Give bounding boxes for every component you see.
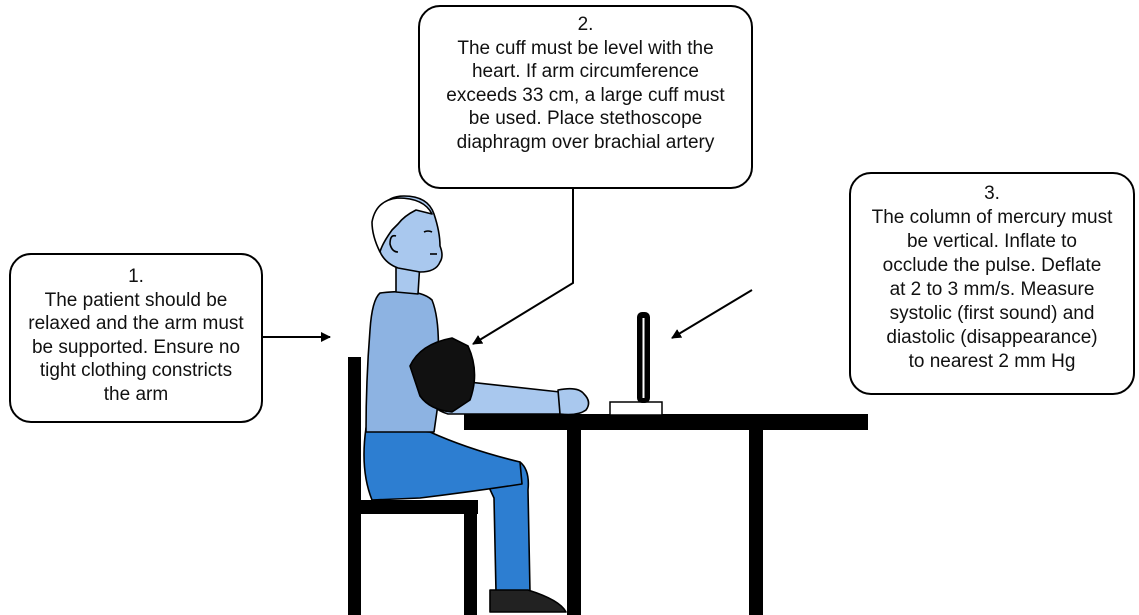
callout-3-number: 3. bbox=[857, 182, 1127, 206]
callout-1-line: relaxed and the arm must bbox=[17, 312, 255, 336]
callout-3-line: be vertical. Inflate to bbox=[857, 230, 1127, 254]
callout-1-number: 1. bbox=[17, 265, 255, 289]
chair-backrest-post bbox=[348, 357, 361, 615]
callout-1-line: the arm bbox=[17, 383, 255, 407]
callout-3-line: diastolic (disappearance) bbox=[857, 326, 1127, 350]
sphygmomanometer-base bbox=[610, 402, 662, 415]
callout-3-line: to nearest 2 mm Hg bbox=[857, 350, 1127, 374]
leader-arrows bbox=[263, 166, 752, 344]
callout-3: 3. The column of mercury must be vertica… bbox=[849, 172, 1135, 395]
callout-3-line: occlude the pulse. Deflate bbox=[857, 254, 1127, 278]
chair-front-leg bbox=[464, 500, 477, 615]
callout-2-line: exceeds 33 cm, a large cuff must bbox=[426, 84, 745, 108]
callout-1-line: The patient should be bbox=[17, 289, 255, 313]
table-leg-right bbox=[749, 430, 763, 615]
patient-hand bbox=[558, 389, 589, 415]
table-top bbox=[464, 414, 868, 430]
callout-1: 1. The patient should be relaxed and the… bbox=[9, 253, 263, 423]
callout-2-number: 2. bbox=[426, 13, 745, 37]
arrow-callout-3 bbox=[672, 290, 752, 338]
callout-2-line: The cuff must be level with the bbox=[426, 37, 745, 61]
table-leg-left bbox=[567, 430, 581, 615]
callout-1-line: tight clothing constricts bbox=[17, 359, 255, 383]
arrow-callout-2 bbox=[473, 166, 573, 344]
callout-2-line: be used. Place stethoscope bbox=[426, 107, 745, 131]
patient-shoe bbox=[490, 590, 566, 612]
chair-seat bbox=[348, 500, 478, 514]
callout-3-line: The column of mercury must bbox=[857, 206, 1127, 230]
callout-1-line: be supported. Ensure no bbox=[17, 336, 255, 360]
callout-2-line: diaphragm over brachial artery bbox=[426, 131, 745, 155]
callout-2-line: heart. If arm circumference bbox=[426, 60, 745, 84]
callout-3-line: systolic (first sound) and bbox=[857, 302, 1127, 326]
callout-2: 2. The cuff must be level with the heart… bbox=[418, 5, 753, 189]
mercury-sphygmomanometer bbox=[610, 312, 662, 415]
callout-3-line: at 2 to 3 mm/s. Measure bbox=[857, 278, 1127, 302]
